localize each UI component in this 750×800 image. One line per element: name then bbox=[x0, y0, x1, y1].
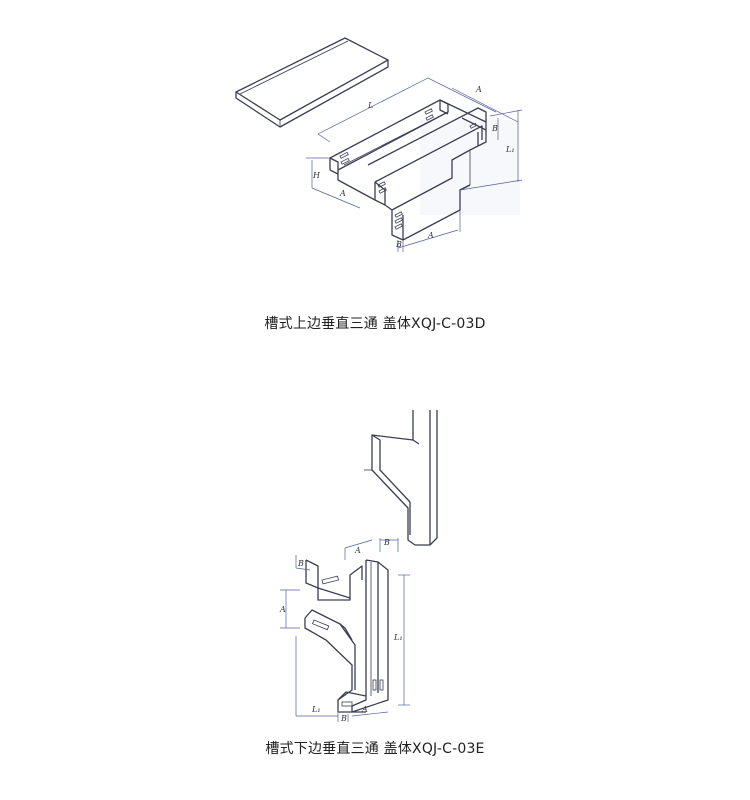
dimension-labels: A B B A L₁ L₁ B A bbox=[279, 538, 403, 723]
label-A-left: A bbox=[339, 189, 346, 198]
label-A-left: A bbox=[279, 605, 286, 614]
label-A: A bbox=[475, 85, 482, 94]
label-A-top: A bbox=[354, 546, 361, 555]
label-B-bottom: B bbox=[340, 714, 347, 723]
label-B-bottom: B bbox=[395, 240, 402, 249]
figure-top: L A B L₁ H A B A 槽式上边垂直三通 盖体XQJ-C-03D bbox=[0, 0, 750, 360]
slots bbox=[339, 108, 478, 194]
lower-assembly bbox=[304, 559, 389, 713]
dimension-lines bbox=[280, 538, 410, 722]
label-B-top: B bbox=[383, 538, 390, 547]
label-A-bottom: A bbox=[361, 705, 368, 714]
dimension-labels: L A B L₁ H A B A bbox=[312, 85, 515, 249]
tee-lower-drawing: A B B A L₁ L₁ B A bbox=[279, 410, 438, 723]
label-L1-bottom: L₁ bbox=[311, 705, 321, 714]
tee-upper-drawing: L A B L₁ H A B A bbox=[235, 37, 523, 252]
label-L1-right: L₁ bbox=[393, 633, 403, 642]
label-B-left: B bbox=[297, 559, 304, 568]
label-H: H bbox=[312, 171, 321, 180]
cover-plate bbox=[235, 37, 389, 128]
label-A-bottom: A bbox=[427, 231, 434, 240]
label-L1: L₁ bbox=[505, 145, 515, 154]
caption-bottom: 槽式下边垂直三通 盖体XQJ-C-03E bbox=[265, 741, 485, 757]
figure-bottom: A B B A L₁ L₁ B A 槽式下边垂直三通 盖体XQJ-C-03E bbox=[0, 360, 750, 800]
dimension-lines bbox=[306, 77, 523, 252]
label-L: L bbox=[367, 101, 373, 110]
label-B: B bbox=[491, 124, 498, 133]
caption-top: 槽式上边垂直三通 盖体XQJ-C-03D bbox=[264, 316, 486, 332]
upper-piece bbox=[364, 410, 438, 546]
